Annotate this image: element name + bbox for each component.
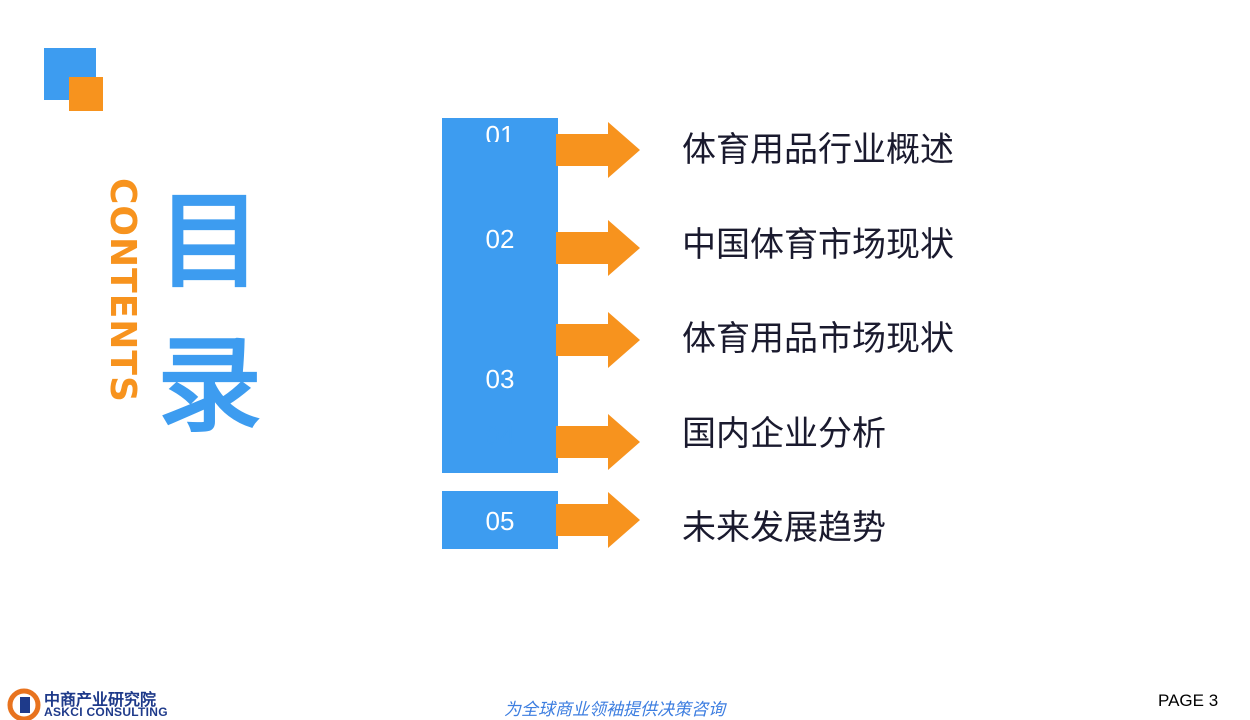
item-label-3[interactable]: 体育用品市场现状 — [682, 319, 954, 359]
number-block-main — [442, 176, 558, 473]
item-number-1: 01 — [485, 120, 515, 142]
logo-text-en: ASKCI CONSULTING — [44, 705, 168, 719]
arrow-icon-5 — [556, 492, 640, 548]
contents-heading-en: CONTENTS — [102, 178, 143, 403]
item-number-2: 02 — [485, 224, 515, 254]
item-number-5: 05 — [485, 506, 515, 536]
footer-slogan: 为全球商业领袖提供决策咨询 — [504, 700, 725, 720]
item-number-4: 04 — [485, 420, 515, 450]
number-block-bottom — [442, 491, 558, 549]
number-block-connector — [442, 142, 558, 176]
logo-text-cn: 中商产业研究院 — [44, 690, 157, 709]
decorative-orange-square — [69, 77, 103, 111]
arrow-icon-4 — [556, 414, 640, 470]
arrow-icon-1 — [556, 122, 640, 178]
item-number-3: 03 — [485, 364, 515, 394]
askci-logo-icon — [7, 688, 41, 720]
item-label-4[interactable]: 国内企业分析 — [682, 414, 886, 454]
contents-heading-cn: 目录 — [139, 186, 261, 474]
item-label-5[interactable]: 未来发展趋势 — [682, 508, 886, 548]
item-label-2[interactable]: 中国体育市场现状 — [682, 225, 954, 265]
arrow-icon-2 — [556, 220, 640, 276]
number-block-top — [442, 118, 558, 142]
arrow-icon-3 — [556, 312, 640, 368]
page-number: PAGE 3 — [1158, 691, 1219, 710]
item-label-1[interactable]: 体育用品行业概述 — [682, 130, 954, 170]
